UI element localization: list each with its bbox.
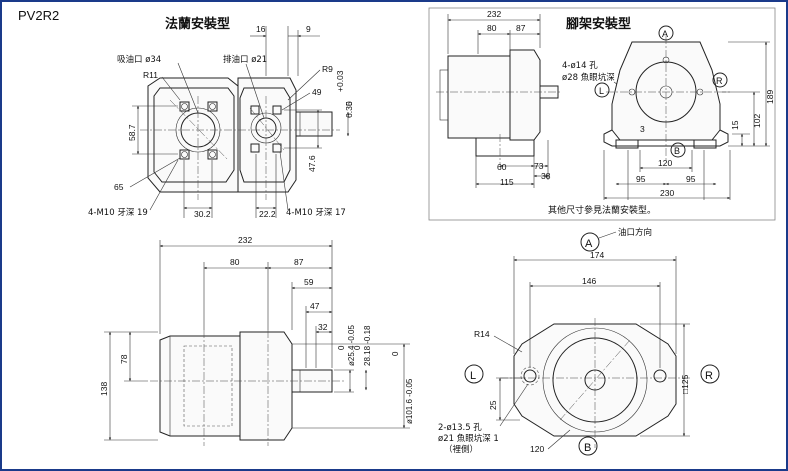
dim-102: 102: [752, 114, 762, 128]
dim-30-2: 30.2: [194, 209, 211, 219]
dim-59: 59: [304, 277, 314, 287]
foot-mount-title: 腳架安裝型: [566, 16, 631, 32]
dim-49: 49: [312, 87, 322, 97]
mark-r-foot: [712, 72, 728, 88]
radius-r14: R14: [474, 329, 490, 339]
mark-r-foot-text: R: [716, 76, 723, 86]
dim-58-7: 58.7: [127, 124, 137, 141]
tap-19-label: 4-M10 牙深 19: [88, 208, 148, 218]
dim-138: 138: [99, 382, 109, 396]
key-tol: 0: [353, 345, 362, 350]
counterbore-28-label: ø28 魚眼坑深 1: [562, 72, 623, 83]
mark-a-front-text: A: [585, 238, 593, 250]
mark-l-foot-text: L: [599, 86, 604, 96]
mark-r-front-text: R: [705, 370, 713, 382]
dim-80-side: 80: [230, 257, 240, 267]
dim-120-foot: 120: [658, 158, 672, 168]
mark-l-front-text: L: [470, 370, 476, 382]
dim-232-side: 232: [238, 235, 252, 245]
tap-17-label: 4-M10 牙深 17: [286, 208, 346, 218]
mark-l-front: [464, 364, 484, 384]
dim-80-foot: 80: [487, 23, 497, 33]
dim-38: 38: [541, 171, 551, 181]
dim-73: 73: [534, 161, 544, 171]
tol-plus: +0.03: [335, 70, 345, 92]
dim-146: 146: [582, 276, 596, 286]
dim-47-6: 47.6: [307, 155, 317, 172]
tol-zero: 0: [344, 101, 354, 106]
suction-port-label: 吸油口 ø34: [117, 54, 161, 65]
dim-87-foot: 87: [516, 23, 526, 33]
mark-b-foot-text: B: [674, 146, 680, 156]
mark-a-foot-text: A: [662, 29, 668, 39]
mark-b-front: [578, 436, 598, 456]
dim-174: 174: [590, 250, 604, 260]
oil-direction-label: 油口方向: [618, 227, 652, 238]
mark-a-foot: [658, 25, 674, 41]
dim-232-foot: 232: [487, 9, 501, 19]
dim-115: 115: [500, 177, 514, 187]
dim-22-2: 22.2: [259, 209, 276, 219]
flange-mount-title: 法蘭安裝型: [165, 16, 230, 32]
radius-r9: R9: [322, 64, 333, 74]
dim-25: 25: [488, 400, 498, 410]
dim-16: 16: [256, 24, 266, 34]
holes-label: 2-ø13.5 孔: [438, 423, 482, 433]
shaft-tol: 0: [337, 345, 346, 350]
dim-60: 60: [497, 162, 507, 172]
key-dimension: 28.18 -0.18: [363, 325, 372, 366]
mark-l-foot: [594, 82, 610, 98]
foot-mount-view: 腳架安裝型 232 80 87 60 73 38 115 4-ø14 孔: [436, 9, 775, 216]
hole-14-label: 4-ø14 孔: [562, 61, 598, 71]
dim-47: 47: [310, 301, 320, 311]
flange-mount-view: 法蘭安裝型 吸油口 ø34: [88, 16, 354, 219]
dim-78: 78: [119, 354, 129, 364]
dim-65: 65: [114, 182, 124, 192]
back-side-label: （裡側）: [444, 444, 478, 455]
dim-32: 32: [318, 322, 328, 332]
mark-b-front-text: B: [584, 442, 591, 454]
dim-9: 9: [306, 24, 311, 34]
dim-87-side: 87: [294, 257, 304, 267]
radius-r11: R11: [143, 70, 158, 80]
mark-b-foot: [670, 142, 686, 158]
dim-95-left: 95: [636, 174, 646, 184]
front-view: A 油口方向 L R B 174 146 R14 □125 25 120: [438, 227, 720, 456]
mark-r-front: [700, 364, 720, 384]
dim-189: 189: [765, 90, 775, 104]
pilot-tol: 0: [391, 351, 400, 356]
pilot-diameter: ø101.6 -0.05: [405, 378, 414, 424]
dim-95-right: 95: [686, 174, 696, 184]
dim-120-front: 120: [530, 444, 544, 454]
discharge-port-label: 排油口 ø21: [223, 54, 267, 65]
model-label: PV2R2: [18, 8, 59, 23]
side-view: 232 80 87 59 47 32 138 78 ø25.4 -0.05 0 …: [99, 235, 414, 446]
dim-6-35: 6.35: [344, 101, 354, 118]
mark-a-front: [580, 232, 600, 252]
shaft-diameter: ø25.4 -0.05: [347, 325, 356, 366]
counterbore-21-label: ø21 魚眼坑深 1: [438, 433, 499, 444]
foot-mount-note: 其他尺寸參見法蘭安裝型。: [548, 204, 656, 216]
dim-3: 3: [640, 124, 645, 134]
square-125: □125: [680, 374, 690, 394]
dim-230: 230: [660, 188, 674, 198]
foot-mount-frame: [428, 7, 776, 221]
dim-15: 15: [730, 120, 740, 130]
